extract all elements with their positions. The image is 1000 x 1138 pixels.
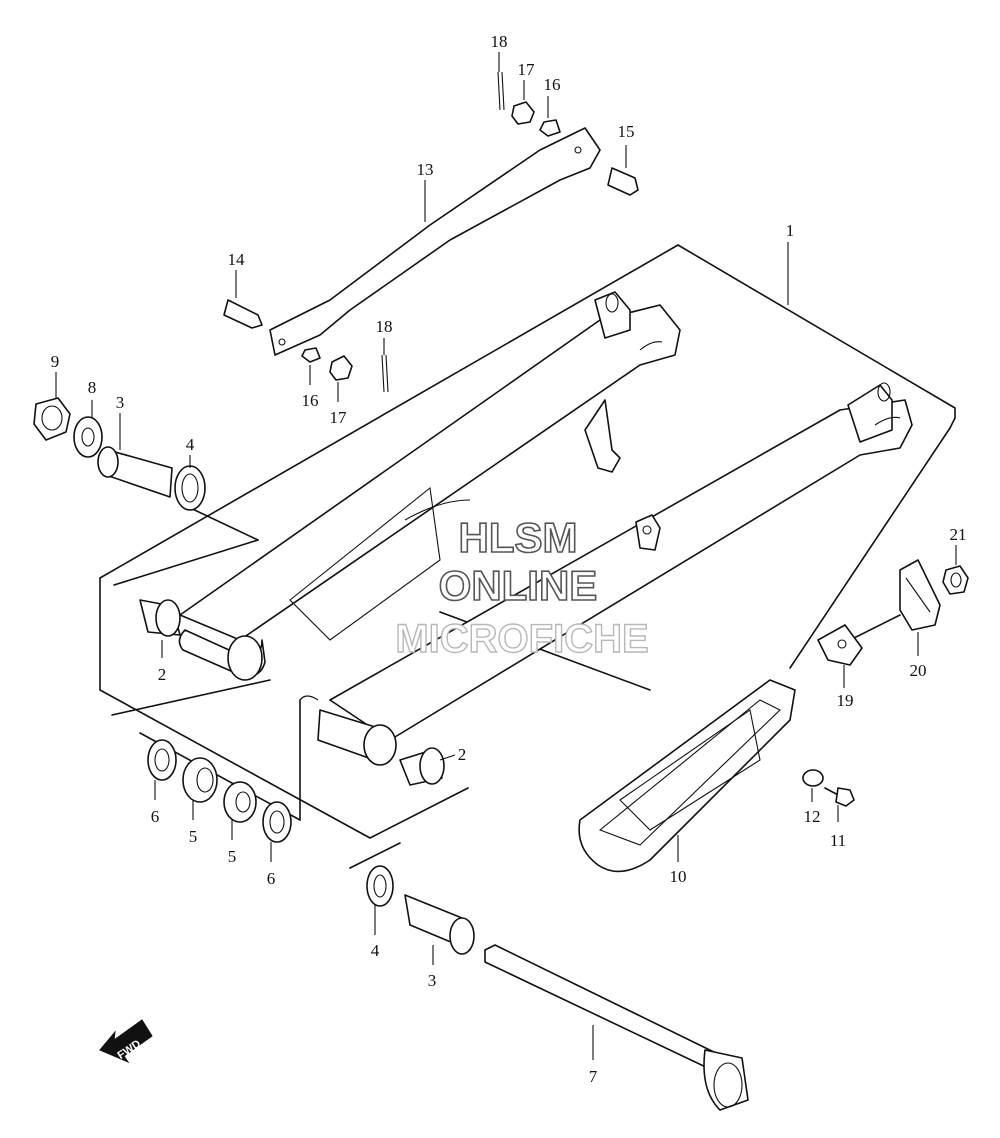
- callout-17: 17: [518, 60, 536, 79]
- callout-2: 2: [158, 665, 167, 684]
- cotter-pin-front: [381, 354, 389, 393]
- callout-6: 6: [151, 807, 160, 826]
- callout-4: 4: [186, 435, 195, 454]
- pivot-washer: [73, 416, 103, 458]
- dust-seal-upper: [174, 465, 206, 511]
- brace-bolt-front: [223, 299, 263, 329]
- bushing-right: [399, 747, 445, 786]
- callout-16: 16: [302, 391, 319, 410]
- fwd-arrow-icon: FWD: [99, 1019, 153, 1064]
- adjuster-plate: [899, 559, 941, 631]
- watermark: HLSM ONLINE MICROFICHE: [395, 513, 650, 662]
- callout-3: 3: [116, 393, 125, 412]
- watermark-line3: MICROFICHE: [395, 617, 648, 661]
- callout-2: 2: [458, 745, 467, 764]
- callout-18: 18: [491, 32, 508, 51]
- pivot-collar-upper: [97, 446, 173, 498]
- callout-5: 5: [228, 847, 237, 866]
- leader-lines: [55, 52, 957, 1060]
- brace-washer-front: [301, 347, 321, 363]
- bushing-left: [139, 599, 181, 637]
- brace-nut-rear: [511, 101, 535, 125]
- thrust-washer-left: [182, 757, 218, 803]
- callout-3: 3: [428, 971, 437, 990]
- callout-20: 20: [910, 661, 927, 680]
- callout-1: 1: [786, 221, 795, 240]
- dust-seal-right: [262, 801, 292, 843]
- callout-21: 21: [950, 525, 967, 544]
- dust-seal-lower: [147, 739, 177, 781]
- pivot-collar-lower: [404, 894, 475, 955]
- adjuster-nut: [942, 565, 969, 595]
- swingarm-body: [178, 291, 913, 766]
- pivot-nut: [33, 397, 71, 441]
- watermark-line2: ONLINE: [439, 562, 598, 609]
- callout-16: 16: [544, 75, 561, 94]
- cotter-pin-rear: [497, 71, 505, 111]
- dust-seal-lower-axle: [366, 865, 394, 907]
- callout-10: 10: [670, 867, 687, 886]
- chain-adjuster: [817, 614, 901, 666]
- callout-8: 8: [88, 378, 97, 397]
- brace-washer-rear: [539, 119, 561, 137]
- callout-17: 17: [330, 408, 348, 427]
- pivot-shaft: [484, 944, 749, 1111]
- callout-9: 9: [51, 352, 60, 371]
- callout-18: 18: [376, 317, 393, 336]
- callout-13: 13: [417, 160, 434, 179]
- brace-nut-front: [329, 355, 353, 381]
- callout-6: 6: [267, 869, 276, 888]
- brace-bolt-rear: [607, 167, 639, 196]
- callout-14: 14: [228, 250, 246, 269]
- callout-19: 19: [837, 691, 854, 710]
- chain-case-collar: [802, 769, 824, 787]
- callout-7: 7: [589, 1067, 598, 1086]
- callout-11: 11: [830, 831, 846, 850]
- callout-12: 12: [804, 807, 821, 826]
- chain-case-bolt: [824, 787, 855, 807]
- thrust-washer-right: [223, 781, 257, 823]
- chain-case: [578, 679, 796, 873]
- callout-15: 15: [618, 122, 635, 141]
- brace-bar: [269, 127, 601, 356]
- watermark-line1: HLSM: [459, 514, 578, 561]
- callout-4: 4: [371, 941, 380, 960]
- callouts: 1 2 2 3 3 4 4 5 5 6 6 7 8 9 10 11 12 13 …: [51, 32, 967, 1086]
- callout-5: 5: [189, 827, 198, 846]
